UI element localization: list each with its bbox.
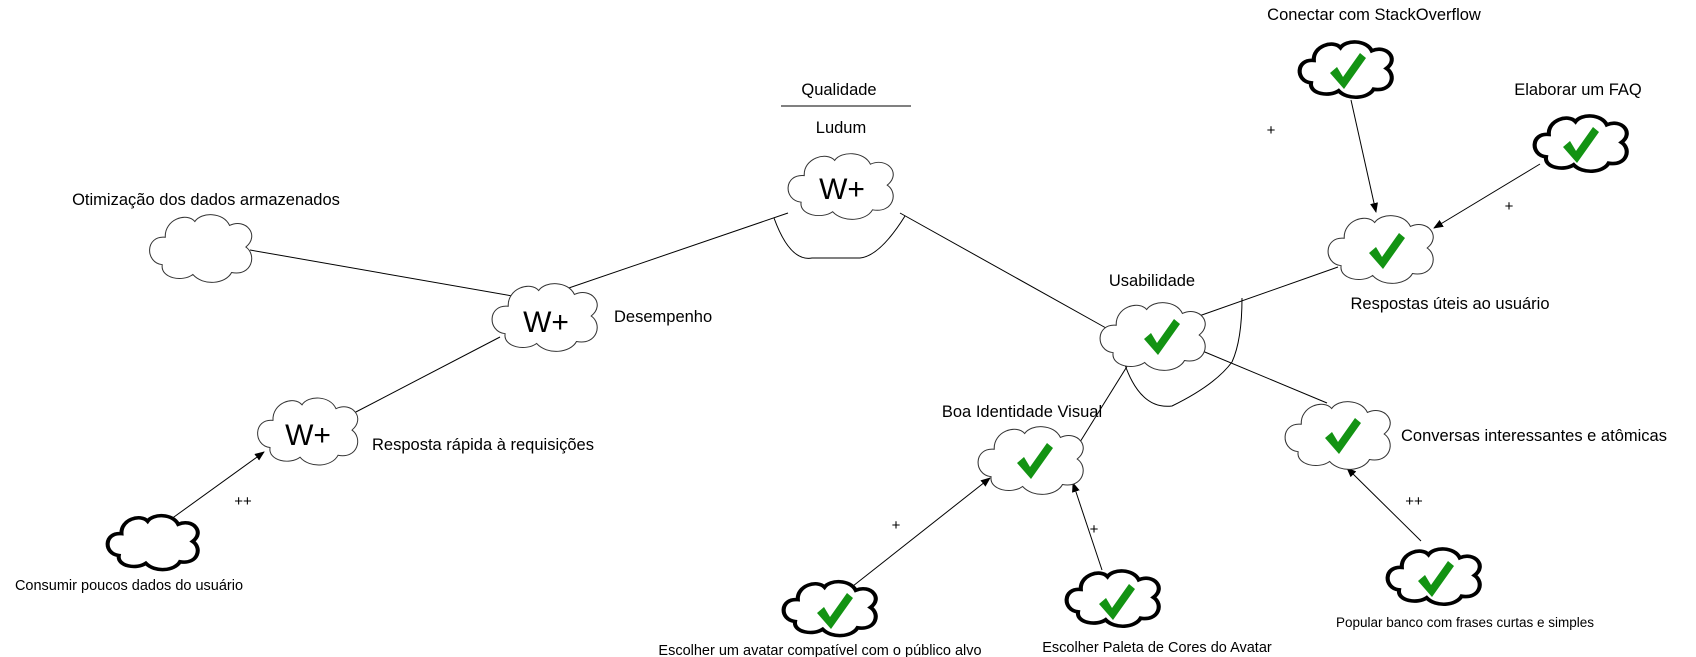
edge-usabilidade-respostas (1198, 266, 1339, 317)
node-paleta[interactable]: Escolher Paleta de Cores do Avatar (1042, 571, 1272, 656)
identidade-label: Boa Identidade Visual (942, 403, 1102, 421)
usabilidade-label: Usabilidade (1109, 272, 1195, 290)
node-conversas[interactable]: Conversas interessantes e atômicas (1284, 401, 1667, 470)
node-faq[interactable]: Elaborar um FAQ (1514, 81, 1642, 171)
node-usabilidade[interactable]: Usabilidade (1099, 272, 1206, 371)
edge-popular-conversas (1346, 467, 1422, 542)
cloud-icon (108, 516, 198, 570)
contribution-consumir-resposta: ++ (234, 493, 252, 510)
node-respostas[interactable]: Respostas úteis ao usuário (1327, 215, 1550, 313)
desempenho-label: Desempenho (614, 308, 712, 326)
edge-desempenho-resposta (351, 336, 501, 415)
node-stackoverflow[interactable]: Conectar com StackOverflow (1267, 6, 1481, 97)
cloud-icon (1535, 116, 1627, 171)
contribution-paleta-identidade: + (1090, 521, 1099, 538)
node-identidade[interactable]: Boa Identidade Visual (942, 403, 1102, 495)
desempenho-symbol: W+ (523, 306, 569, 339)
edge-ludum-desempenho (559, 212, 789, 292)
edges (166, 99, 1541, 587)
cloud-icon (1388, 549, 1480, 604)
edge-avatar-identidade (852, 477, 991, 587)
contribution-avatar-identidade: + (892, 517, 901, 534)
cloud-icon (1300, 42, 1392, 97)
and-arc-usabilidade (1123, 297, 1243, 407)
edge-usabilidade-identidade (1079, 359, 1132, 443)
cloud-icon (1327, 215, 1434, 284)
edge-stackoverflow-respostas (1350, 99, 1378, 213)
cloud-icon (149, 214, 253, 283)
resposta-label: Resposta rápida à requisições (372, 436, 594, 454)
node-resposta[interactable]: W+ Resposta rápida à requisições (257, 397, 594, 466)
resposta-symbol: W+ (285, 419, 331, 452)
consumir-label: Consumir poucos dados do usuário (15, 578, 243, 594)
header-subtitle: Ludum (816, 119, 866, 137)
header-title: Qualidade (801, 81, 876, 99)
stackoverflow-label: Conectar com StackOverflow (1267, 6, 1481, 24)
edge-consumir-resposta (166, 451, 265, 523)
avatar-label: Escolher um avatar compatível com o públ… (658, 643, 981, 657)
faq-label: Elaborar um FAQ (1514, 81, 1642, 99)
contribution-stackoverflow-respostas: + (1267, 122, 1276, 139)
popular-label: Popular banco com frases curtas e simple… (1336, 615, 1594, 630)
edge-faq-respostas (1433, 163, 1541, 229)
ludum-symbol: W+ (819, 173, 865, 206)
node-otimizacao[interactable]: Otimização dos dados armazenados (72, 191, 340, 283)
edge-paleta-identidade (1072, 482, 1103, 571)
contribution-popular-conversas: ++ (1405, 493, 1423, 510)
edge-ludum-usabilidade (899, 212, 1107, 329)
and-arc-ludum (773, 215, 906, 259)
node-consumir[interactable]: Consumir poucos dados do usuário (15, 516, 243, 594)
edge-usabilidade-conversas (1199, 349, 1328, 404)
node-ludum[interactable]: W+ (787, 153, 894, 220)
conversas-label: Conversas interessantes e atômicas (1401, 427, 1667, 445)
paleta-label: Escolher Paleta de Cores do Avatar (1042, 640, 1272, 656)
node-avatar[interactable]: Escolher um avatar compatível com o públ… (658, 582, 982, 657)
cloud-icon (977, 426, 1084, 495)
contribution-labels: ++ + + + + ++ (234, 122, 1513, 538)
node-popular[interactable]: Popular banco com frases curtas e simple… (1336, 549, 1594, 630)
respostas-label: Respostas úteis ao usuário (1350, 295, 1549, 313)
node-desempenho[interactable]: W+ Desempenho (491, 283, 712, 352)
cloud-icon (1284, 401, 1391, 470)
contribution-faq-respostas: + (1505, 198, 1514, 215)
otimizacao-label: Otimização dos dados armazenados (72, 191, 340, 209)
edge-otimizacao-desempenho (249, 249, 519, 298)
diagram-header: Qualidade Ludum (781, 81, 911, 137)
